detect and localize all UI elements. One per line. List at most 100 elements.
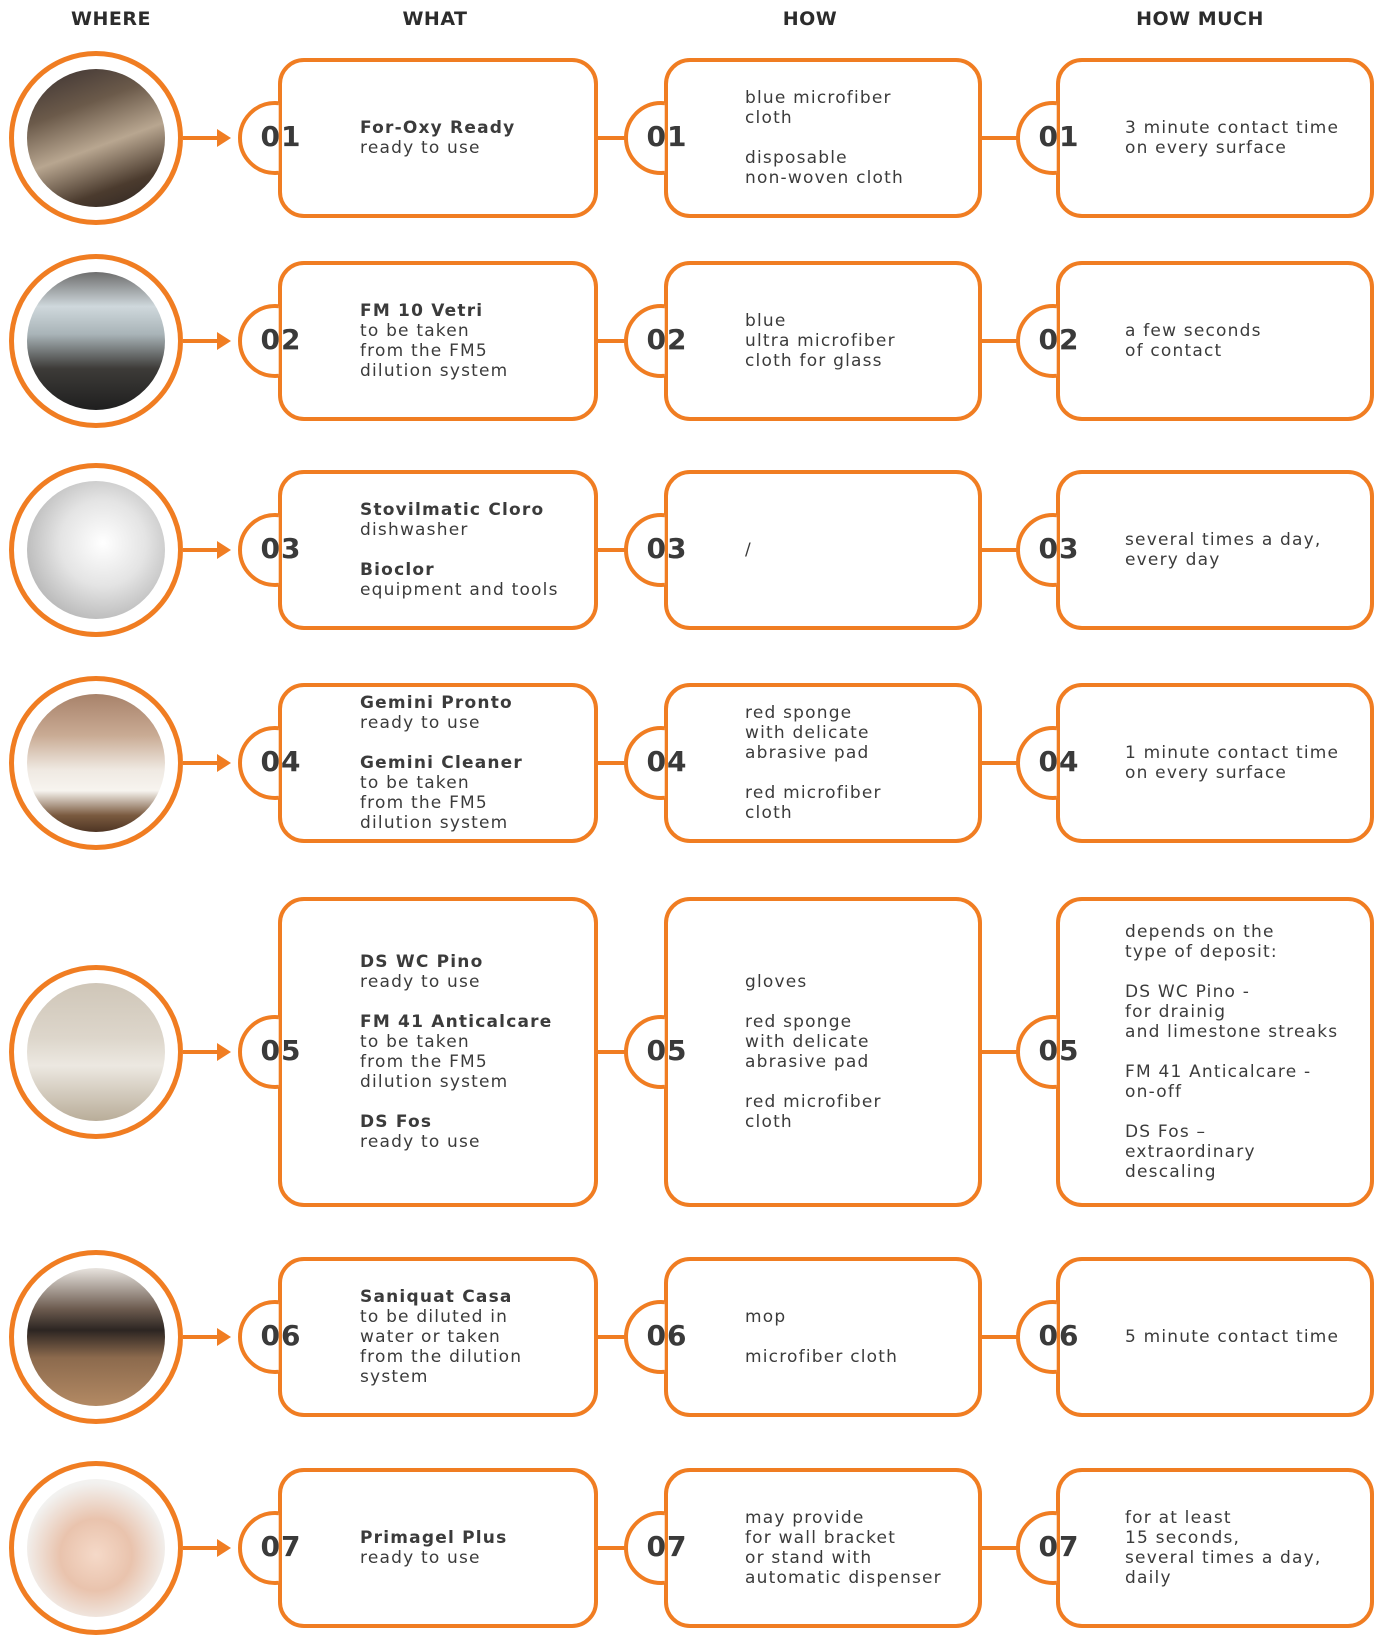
- product-usage: to be taken from the FM5 dilution system: [360, 321, 509, 381]
- step-number: 06: [646, 1319, 688, 1352]
- step-number: 04: [1038, 745, 1080, 778]
- arrow-right-icon: [183, 1539, 231, 1557]
- how-much-text: several times a day, every day: [1125, 530, 1362, 570]
- step-number: 01: [646, 120, 688, 153]
- product-name: For-Oxy Ready: [360, 118, 516, 138]
- header-how-much: HOW MUCH: [1136, 8, 1264, 30]
- how-box: [664, 683, 982, 843]
- detail-line: DS WC Pino - for drainig and limestone s…: [1125, 982, 1339, 1042]
- detail-line: 3 minute contact time on every surface: [1125, 118, 1340, 158]
- detail-line: red sponge with delicate abrasive pad: [745, 703, 870, 763]
- detail-line: DS Fos – extraordinary descaling: [1125, 1122, 1256, 1182]
- header-where: WHERE: [71, 8, 151, 30]
- product-name: FM 10 Vetri: [360, 301, 484, 321]
- product-name: Gemini Cleaner: [360, 753, 523, 773]
- toilet-with-grab-bars-image: [27, 983, 165, 1121]
- what-box: [278, 58, 598, 218]
- step-number: 02: [260, 323, 302, 356]
- step-number: 07: [1038, 1530, 1080, 1563]
- location-photo: [9, 1250, 183, 1424]
- step-number: 05: [260, 1034, 302, 1067]
- arrow-right-icon: [183, 332, 231, 350]
- how-text: blue microfiber cloth disposable non-wove…: [745, 88, 970, 188]
- arrow-right-icon: [183, 1328, 231, 1346]
- step-number: 06: [1038, 1319, 1080, 1352]
- how-text: may provide for wall bracket or stand wi…: [745, 1508, 970, 1588]
- detail-line: /: [745, 540, 752, 560]
- product-name: Gemini Pronto: [360, 693, 513, 713]
- arrow-right-icon: [183, 754, 231, 772]
- product-name: Primagel Plus: [360, 1528, 508, 1548]
- product-usage: ready to use: [360, 972, 481, 992]
- how-much-box: [1056, 683, 1374, 843]
- how-much-box: [1056, 897, 1374, 1207]
- bar-stools-wood-floor-image: [27, 1268, 165, 1406]
- location-photo: [9, 1461, 183, 1635]
- how-much-text: for at least 15 seconds, several times a…: [1125, 1508, 1362, 1588]
- what-box: [278, 470, 598, 630]
- what-box: [278, 1257, 598, 1417]
- product-usage: ready to use: [360, 1132, 481, 1152]
- detail-line: blue microfiber cloth: [745, 88, 892, 128]
- location-photo: [9, 463, 183, 637]
- how-text: blue ultra microfiber cloth for glass: [745, 311, 970, 371]
- detail-line: disposable non-woven cloth: [745, 148, 904, 188]
- how-much-box: [1056, 58, 1374, 218]
- how-box: [664, 1468, 982, 1628]
- product-usage: to be diluted in water or taken from the…: [360, 1307, 523, 1387]
- location-photo: [9, 965, 183, 1139]
- restaurant-interior-image: [27, 69, 165, 207]
- step-number: 02: [1038, 323, 1080, 356]
- product-name: Bioclor: [360, 560, 435, 580]
- how-much-text: 1 minute contact time on every surface: [1125, 743, 1362, 783]
- detail-line: FM 41 Anticalcare - on-off: [1125, 1062, 1312, 1102]
- step-number: 07: [646, 1530, 688, 1563]
- step-number: 01: [260, 120, 302, 153]
- detail-line: red microfiber cloth: [745, 1092, 882, 1132]
- product-name: Saniquat Casa: [360, 1287, 513, 1307]
- step-number: 06: [260, 1319, 302, 1352]
- dishes-and-cutlery-image: [27, 481, 165, 619]
- product-usage: equipment and tools: [360, 580, 559, 600]
- how-box: [664, 470, 982, 630]
- step-number: 02: [646, 323, 688, 356]
- detail-line: a few seconds of contact: [1125, 321, 1262, 361]
- step-number: 03: [646, 532, 688, 565]
- how-box: [664, 261, 982, 421]
- how-much-box: [1056, 1257, 1374, 1417]
- how-text: /: [745, 540, 970, 560]
- header-what: WHAT: [402, 8, 468, 30]
- what-box: [278, 897, 598, 1207]
- how-much-box: [1056, 261, 1374, 421]
- step-number: 05: [1038, 1034, 1080, 1067]
- detail-line: for at least 15 seconds, several times a…: [1125, 1508, 1322, 1588]
- how-box: [664, 58, 982, 218]
- how-much-box: [1056, 1468, 1374, 1628]
- what-box: [278, 261, 598, 421]
- product-usage: dishwasher: [360, 520, 469, 540]
- how-much-text: 5 minute contact time: [1125, 1327, 1362, 1347]
- dining-room-windows-image: [27, 272, 165, 410]
- detail-line: red sponge with delicate abrasive pad: [745, 1012, 870, 1072]
- detail-line: several times a day, every day: [1125, 530, 1322, 570]
- arrow-right-icon: [183, 541, 231, 559]
- product-usage: to be taken from the FM5 dilution system: [360, 773, 509, 833]
- detail-line: depends on the type of deposit:: [1125, 922, 1278, 962]
- how-text: gloves red sponge with delicate abrasive …: [745, 972, 970, 1132]
- step-number: 05: [646, 1034, 688, 1067]
- arrow-right-icon: [183, 1043, 231, 1061]
- product-name: Stovilmatic Cloro: [360, 500, 545, 520]
- product-usage: ready to use: [360, 713, 481, 733]
- location-photo: [9, 676, 183, 850]
- detail-line: may provide for wall bracket or stand wi…: [745, 1508, 942, 1588]
- how-much-text: depends on the type of deposit: DS WC Pin…: [1125, 922, 1362, 1182]
- how-much-text: 3 minute contact time on every surface: [1125, 118, 1362, 158]
- detail-line: gloves: [745, 972, 808, 992]
